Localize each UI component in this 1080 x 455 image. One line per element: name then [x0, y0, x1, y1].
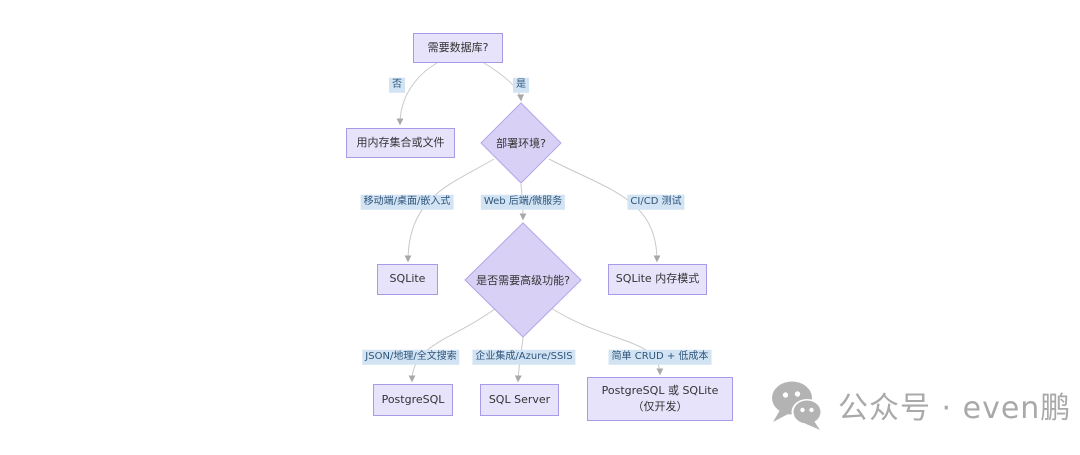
watermark: 公众号 · even鹏 — [768, 379, 1071, 431]
node-label-need-db: 需要数据库? — [427, 40, 489, 54]
node-need-db: 需要数据库? — [413, 33, 503, 63]
node-shape-advanced-features — [464, 222, 582, 338]
node-sql-server: SQL Server — [480, 384, 559, 416]
node-label-postgresql: PostgreSQL — [381, 392, 445, 406]
edge-label-deploy-env-to-sqlite-memory: CI/CD 测试 — [627, 194, 685, 210]
node-sqlite: SQLite — [377, 264, 438, 295]
edge-label-advanced-features-to-postgresql: JSON/地理/全文搜索 — [362, 349, 460, 365]
node-pg-or-sqlite-dev: PostgreSQL 或 SQLite（仅开发） — [587, 377, 733, 421]
edge-need-db-to-memory-file — [396, 62, 438, 126]
node-postgresql: PostgreSQL — [373, 384, 453, 416]
edge-label-deploy-env-to-sqlite: 移动端/桌面/嵌入式 — [360, 194, 454, 210]
node-advanced-features: 是否需要高级功能? — [476, 274, 570, 287]
node-deploy-env: 部署环境? — [496, 137, 546, 150]
node-label-pg-or-sqlite-dev: PostgreSQL 或 SQLite（仅开发） — [601, 383, 719, 414]
edge-advanced-features-to-postgresql — [408, 307, 497, 383]
node-label-sqlite-memory: SQLite 内存模式 — [615, 272, 700, 286]
node-memory-file: 用内存集合或文件 — [346, 128, 455, 158]
edge-deploy-env-to-sqlite — [404, 158, 495, 263]
edge-label-need-db-to-memory-file: 否 — [389, 77, 405, 93]
edge-label-advanced-features-to-pg-or-sqlite-dev: 简单 CRUD + 低成本 — [608, 349, 712, 365]
edge-label-need-db-to-deploy-env: 是 — [513, 77, 529, 93]
edge-label-deploy-env-to-advanced-features: Web 后端/微服务 — [480, 194, 566, 210]
node-label-memory-file: 用内存集合或文件 — [356, 135, 445, 149]
wechat-icon — [772, 381, 823, 430]
edge-need-db-to-deploy-env — [483, 62, 525, 102]
node-label-sqlite: SQLite — [389, 272, 426, 286]
node-shape-deploy-env — [480, 102, 562, 184]
watermark-text: 公众号 · even鹏 — [838, 391, 1072, 426]
node-sqlite-memory: SQLite 内存模式 — [608, 264, 707, 295]
edge-deploy-env-to-sqlite-memory — [548, 158, 661, 263]
edge-label-advanced-features-to-sql-server: 企业集成/Azure/SSIS — [472, 349, 576, 365]
node-label-sql-server: SQL Server — [488, 392, 551, 406]
